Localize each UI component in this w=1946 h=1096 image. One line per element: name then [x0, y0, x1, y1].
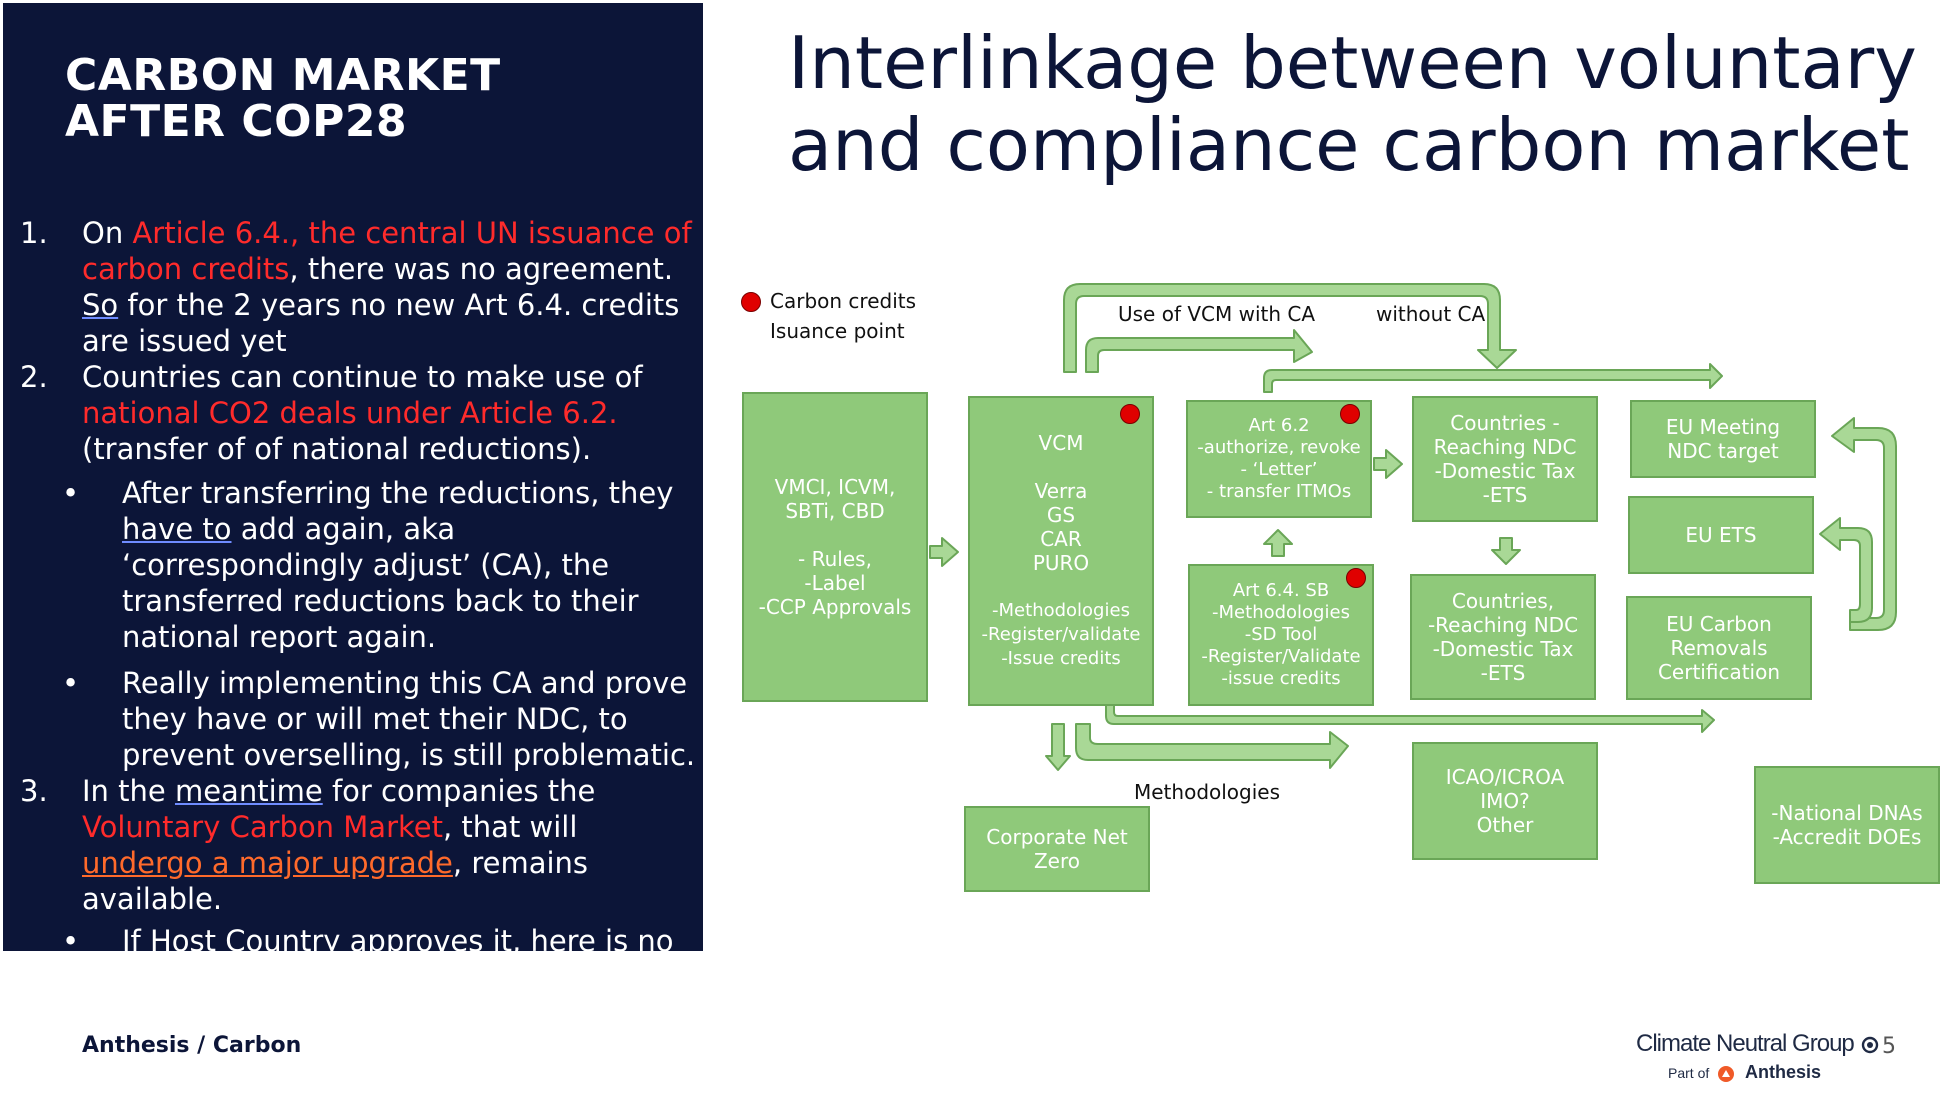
arrow-vcm-with-ca	[1085, 329, 1313, 373]
label-without-ca: without CA	[1376, 302, 1486, 326]
highlight-article-6-4: Article 6.4., the central UN issuance of…	[82, 216, 692, 286]
point-2-bullet-2: • Really implementing this CA and prove …	[62, 666, 696, 772]
box-vcm: VCM Verra GS CAR PURO -Methodologies -Re…	[968, 396, 1154, 706]
box-eu-carbon-removals: EU Carbon Removals Certification	[1626, 596, 1812, 700]
box-eu-ets: EU ETS	[1628, 496, 1814, 574]
arrow-vcm-to-corporate	[1045, 723, 1071, 771]
highlight-article-6-2: national CO2 deals under Article 6.2.	[82, 396, 618, 430]
box-eu-meeting: EU Meeting NDC target	[1630, 400, 1816, 478]
brand-mark-icon	[1862, 1036, 1879, 1053]
point-3: 3. In the meantime for companies the Vol…	[20, 774, 596, 916]
arrow-standards-to-vcm	[929, 537, 959, 567]
box-countries-bottom: Countries, -Reaching NDC -Domestic Tax -…	[1410, 574, 1596, 700]
box-icao: ICAO/ICROA IMO? Other	[1412, 742, 1598, 860]
point-2-bullet-1: • After transferring the reductions, the…	[62, 476, 674, 654]
legend-label-1: Carbon credits	[770, 289, 917, 313]
arrow-countries-down	[1491, 537, 1521, 565]
arrow-methodologies	[1075, 723, 1349, 769]
arrow-art64-to-art62	[1263, 529, 1293, 557]
arrow-to-eu-meeting	[1263, 363, 1723, 393]
point-2: 2. Countries can continue to make use of…	[20, 360, 643, 466]
footer-source: Anthesis / Carbon	[82, 1033, 302, 1058]
box-standards: VMCI, ICVM, SBTi, CBD - Rules, -Label -C…	[742, 392, 928, 702]
box-national-dnas: -National DNAs -Accredit DOEs	[1754, 766, 1940, 884]
label-methodologies: Methodologies	[1134, 780, 1281, 804]
box-corporate-net-zero: Corporate Net Zero	[964, 806, 1150, 892]
point-3-bullet-1: • If Host Country approves it, here is n…	[62, 924, 674, 994]
arrow-art62-to-countries	[1373, 449, 1403, 479]
key-points-list: 1. On Article 6.4., the central UN issua…	[20, 215, 700, 995]
highlight-vcm: Voluntary Carbon Market	[82, 810, 443, 844]
arrow-vcm-without-ca	[1063, 283, 1517, 373]
box-art62: Art 6.2 -authorize, revoke - ‘Letter’ - …	[1186, 400, 1372, 518]
vcm-issuance-dot	[1120, 404, 1140, 424]
label-vcm-with-ca: Use of VCM with CA	[1118, 302, 1316, 326]
art64-issuance-dot	[1346, 568, 1366, 588]
arrow-eu-carbon-to-eu-ets	[1819, 517, 1873, 623]
art62-issuance-dot	[1340, 404, 1360, 424]
page-number: 5	[1882, 1034, 1896, 1059]
highlight-upgrade: undergo a major upgrade	[82, 846, 453, 880]
brand-logo: Climate Neutral Group	[1636, 1030, 1879, 1058]
anthesis-logo-icon	[1718, 1066, 1735, 1083]
issuance-point-legend-dot	[741, 292, 761, 312]
box-art64: Art 6.4. SB -Methodologies -SD Tool -Reg…	[1188, 564, 1374, 706]
arrow-eu-carbon-to-eu-meeting	[1831, 417, 1897, 631]
point-1: 1. On Article 6.4., the central UN issua…	[20, 216, 692, 358]
panel-title: CARBON MARKET AFTER COP28	[65, 50, 501, 147]
slide-title: Interlinkage between voluntary and compl…	[788, 21, 1917, 187]
box-countries-top: Countries - Reaching NDC -Domestic Tax -…	[1412, 396, 1598, 522]
brand-parent: Part of Anthesis	[1668, 1062, 1822, 1083]
legend-label-2: Isuance point	[770, 319, 905, 343]
arrow-to-eu-carbon	[1105, 701, 1715, 733]
left-panel: CARBON MARKET AFTER COP28	[3, 3, 703, 951]
